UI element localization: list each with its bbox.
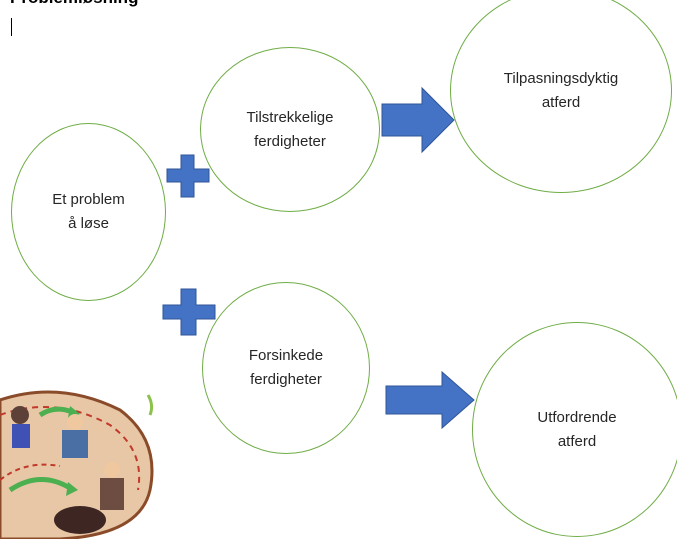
node-challenging-behavior: Utfordrende atferd: [472, 322, 677, 537]
text-cursor: [11, 18, 12, 36]
plus-icon: [162, 288, 216, 336]
arrow-right-icon: [385, 370, 475, 430]
node-adaptive-behavior: Tilpasningsdyktig atferd: [450, 0, 672, 193]
node-lagging-skills: Forsinkede ferdigheter: [202, 282, 370, 454]
node-problem: Et problem å løse: [11, 123, 166, 301]
document-heading: Problemløsning: [10, 0, 138, 8]
node-problem-label: Et problem å løse: [52, 191, 125, 232]
node-adaptive-behavior-label: Tilpasningsdyktig atferd: [503, 69, 619, 111]
node-challenging-behavior-label: Utfordrende atferd: [537, 408, 617, 450]
node-sufficient-skills: Tilstrekkelige ferdigheter: [200, 47, 380, 212]
clipart-illustration: [0, 390, 154, 539]
plus-icon: [166, 154, 210, 198]
node-lagging-skills-label: Forsinkede ferdigheter: [248, 347, 324, 388]
arrow-right-icon: [381, 86, 455, 154]
node-sufficient-skills-label: Tilstrekkelige ferdigheter: [246, 108, 334, 150]
